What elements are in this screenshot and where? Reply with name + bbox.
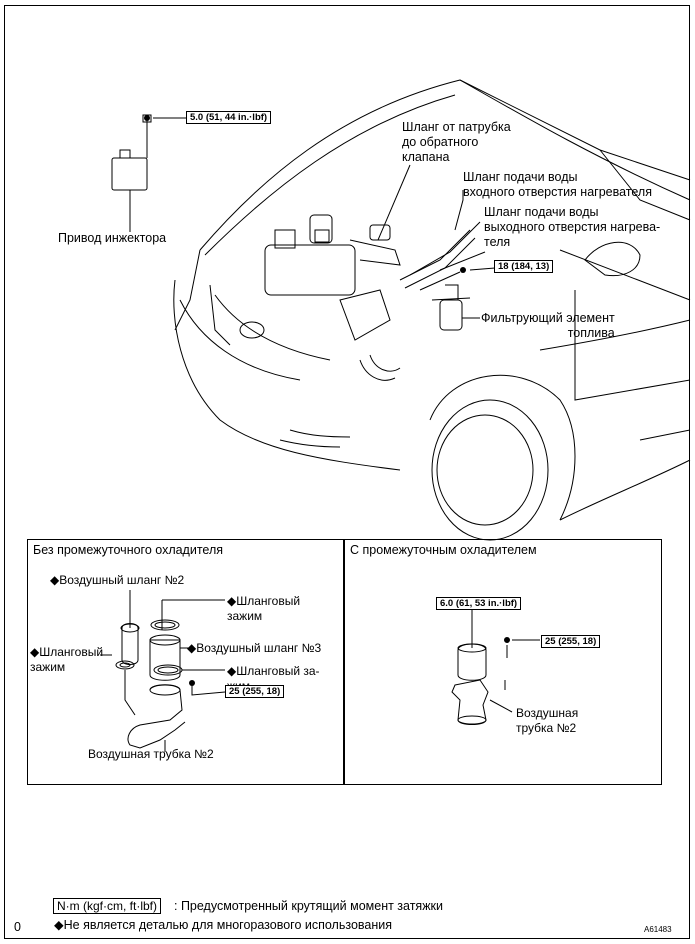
legend-nonreuse-note: ◆Не является деталью для многоразового и… [54, 918, 393, 932]
torque-filter: 18 (184, 13) [494, 260, 554, 273]
air-hose-3-label: ◆Воздушный шланг №3 [187, 641, 322, 655]
legend-unit-box: N·m (kgf·cm, ft·lbf) [53, 898, 161, 914]
panel-without-intercooler [27, 539, 344, 785]
air-tube-2-label-left: Воздушная трубка №2 [88, 747, 214, 761]
panel-with-intercooler [344, 539, 662, 785]
legend-torque-note: : Предусмотренный крутящий момент затяжк… [174, 899, 444, 913]
heater-outlet-hose-label: Шланг подачи воды выходного отверстия на… [484, 205, 661, 249]
diamond-icon: ◆ [54, 918, 64, 932]
diamond-icon: ◆ [30, 645, 40, 659]
hose-clamp-left-label: ◆Шланговый зажим [30, 645, 104, 674]
right-panel-torque-bolt: 25 (255, 18) [541, 635, 601, 648]
fuel-filter-label: Фильтрующий элемент топлива [481, 311, 615, 340]
hose-clamp-top-label: ◆Шланговый зажим [227, 594, 301, 623]
figure-code: A61483 [644, 925, 672, 934]
right-panel-torque-top: 6.0 (61, 53 in.·lbf) [436, 597, 522, 610]
panel-left-title: Без промежуточного охладителя [33, 543, 224, 557]
diamond-icon: ◆ [227, 664, 237, 678]
torque-injector: 5.0 (51, 44 in.·lbf) [186, 111, 272, 124]
heater-inlet-hose-label: Шланг подачи воды входного отверстия наг… [463, 170, 652, 199]
air-hose-2-label: ◆Воздушный шланг №2 [50, 573, 185, 587]
left-margin-mark: 0 [14, 920, 21, 934]
hose-check-valve-label: Шланг от патрубка до обратного клапана [402, 120, 511, 164]
page-frame [4, 5, 690, 939]
diamond-icon: ◆ [227, 594, 237, 608]
injector-driver-label: Привод инжектора [58, 231, 167, 245]
air-tube-2-label-right: Воздушная трубка №2 [516, 706, 579, 735]
diamond-icon: ◆ [50, 573, 60, 587]
panel-right-title: С промежуточным охладителем [350, 543, 537, 557]
diamond-icon: ◆ [187, 641, 197, 655]
left-panel-torque: 25 (255, 18) [225, 685, 285, 698]
